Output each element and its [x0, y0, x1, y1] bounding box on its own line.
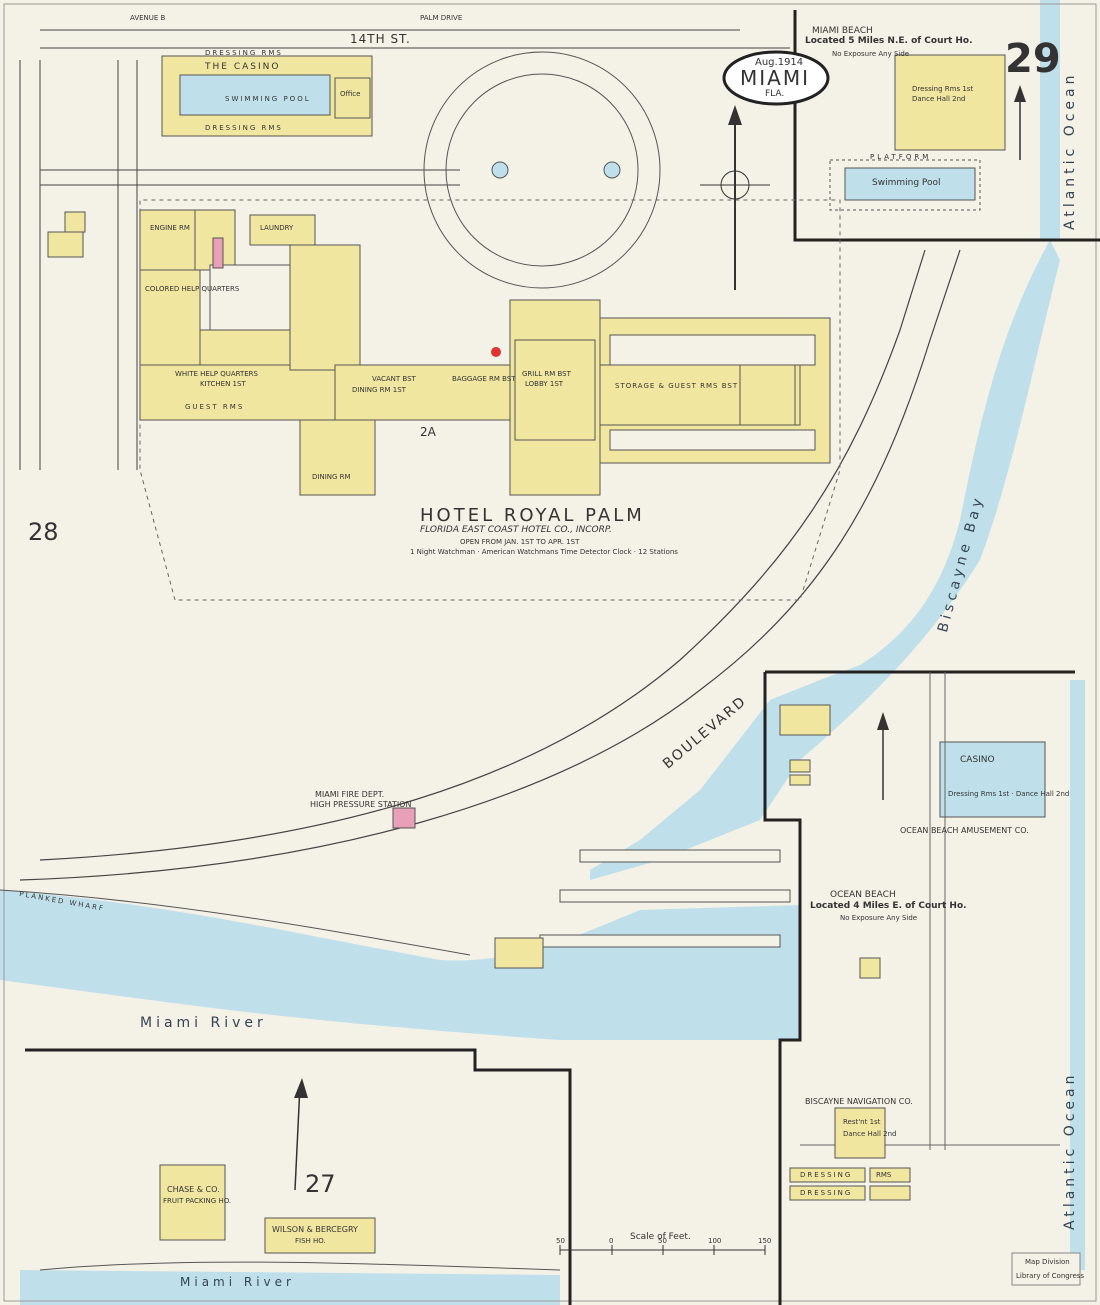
scale-tick-1: 0: [609, 1237, 614, 1245]
scale-tick-4: 150: [758, 1237, 772, 1245]
ocean-beach-amusement: OCEAN BEACH AMUSEMENT CO.: [900, 826, 1029, 835]
hotel-kitchen: KITCHEN 1ST: [200, 380, 246, 388]
hotel-notes: 1 Night Watchman · American Watchmans Ti…: [410, 548, 678, 556]
miami-beach-title: MIAMI BEACH: [812, 26, 873, 36]
casino-dressing-top: DRESSING RMS: [205, 49, 283, 57]
compass-rose: [700, 105, 770, 290]
hotel-engine: ENGINE RM: [150, 224, 190, 232]
miami-beach-note: No Exposure Any Side: [832, 50, 910, 58]
scale-label: Scale of Feet.: [630, 1232, 691, 1242]
stamp-line-2: Library of Congress: [1016, 1272, 1085, 1280]
atlantic-shore-top: [1040, 0, 1060, 240]
biscayne-dressing-1: DRESSING: [800, 1171, 853, 1179]
miami-beach-pool: Swimming Pool: [872, 178, 941, 188]
hotel-section: 2A: [420, 425, 436, 439]
wilson-name: WILSON & BERCEGRY: [272, 1225, 358, 1234]
map-city: MIAMI: [740, 66, 810, 90]
miami-river-bottom: [20, 1270, 560, 1305]
adjacent-sheet-27: 27: [305, 1170, 336, 1198]
atlantic-shore-right: [1070, 680, 1085, 1270]
biscayne-nav-dance: Dance Hall 2nd: [843, 1130, 897, 1138]
scale-tick-3: 100: [708, 1237, 722, 1245]
biscayne-nav-rest: Rest'nt 1st: [843, 1118, 881, 1126]
fire-dept-sub: HIGH PRESSURE STATION: [310, 800, 412, 809]
scale-tick-0: 50: [556, 1237, 565, 1245]
biscayne-bay-shore: [590, 240, 1060, 880]
north-arrow-sheet-27: [294, 1078, 308, 1191]
hotel-dining2: DINING RM: [312, 473, 351, 481]
hotel-name: HOTEL ROYAL PALM: [420, 505, 645, 526]
miami-river-label-2: Miami River: [180, 1275, 295, 1289]
chase-name: CHASE & CO.: [167, 1185, 220, 1194]
map-date: Aug.1914: [755, 57, 804, 68]
sheet-number: 29: [1005, 36, 1061, 82]
hotel-vacant: VACANT BST: [372, 375, 416, 383]
ocean-beach-title: OCEAN BEACH: [830, 890, 896, 900]
hotel-colored-help: COLORED HELP QUARTERS: [145, 285, 240, 293]
atlantic-ocean-label: Atlantic Ocean: [1062, 71, 1078, 230]
hotel-season: OPEN FROM JAN. 1ST TO APR. 1ST: [460, 538, 580, 546]
biscayne-dressing-2: DRESSING: [800, 1189, 853, 1197]
street-palm-drive: PALM DRIVE: [420, 14, 463, 22]
ocean-beach-note: No Exposure Any Side: [840, 914, 918, 922]
miami-beach-subtitle: Located 5 Miles N.E. of Court Ho.: [805, 36, 973, 46]
scale-tick-2: 50: [658, 1237, 667, 1245]
hotel-storage: STORAGE & GUEST RMS BST: [615, 382, 739, 390]
chase-sub: FRUIT PACKING HO.: [163, 1197, 232, 1205]
casino-office: Office: [340, 90, 361, 98]
hotel-dining: DINING RM 1ST: [352, 386, 406, 394]
north-arrow-ocean-beach: [877, 712, 889, 800]
map-state: FLA.: [765, 89, 785, 99]
miami-beach-dressing: Dressing Rms 1st: [912, 85, 974, 93]
miami-beach-dance: Dance Hall 2nd: [912, 95, 966, 103]
ocean-beach-casino: CASINO: [960, 755, 995, 765]
biscayne-rms: RMS: [876, 1171, 892, 1179]
miami-river-label: Miami River: [140, 1015, 267, 1031]
casino-pool-label: SWIMMING POOL: [225, 95, 311, 103]
hotel-help: WHITE HELP QUARTERS: [175, 370, 258, 378]
ocean-beach-casino-detail: Dressing Rms 1st · Dance Hall 2nd: [948, 790, 1070, 798]
hotel-owner: FLORIDA EAST COAST HOTEL CO., INCORP.: [420, 525, 612, 535]
fire-dept-name: MIAMI FIRE DEPT.: [315, 790, 385, 799]
street-avenue-b: AVENUE B: [130, 14, 166, 22]
street-14th: 14TH ST.: [350, 32, 411, 46]
miami-river: [0, 890, 800, 1040]
wilson-sub: FISH HO.: [295, 1237, 326, 1245]
casino-name: THE CASINO: [205, 62, 281, 72]
hotel-lobby: LOBBY 1ST: [525, 380, 564, 388]
north-arrow-miami-beach: [1014, 85, 1026, 160]
ocean-beach-subtitle: Located 4 Miles E. of Court Ho.: [810, 901, 967, 911]
hotel-grill: GRILL RM BST: [522, 370, 571, 378]
hotel-guest: GUEST RMS: [185, 403, 245, 411]
casino-dressing-bottom: DRESSING RMS: [205, 124, 283, 132]
atlantic-ocean-label-2: Atlantic Ocean: [1062, 1071, 1078, 1230]
adjacent-sheet-28: 28: [28, 518, 59, 546]
hotel-baggage: BAGGAGE RM BST: [452, 375, 516, 383]
biscayne-nav-name: BISCAYNE NAVIGATION CO.: [805, 1097, 913, 1106]
stamp-line-1: Map Division: [1025, 1258, 1070, 1266]
miami-beach-platform: PLATFORM: [870, 153, 932, 161]
hotel-laundry: LAUNDRY: [260, 224, 294, 232]
